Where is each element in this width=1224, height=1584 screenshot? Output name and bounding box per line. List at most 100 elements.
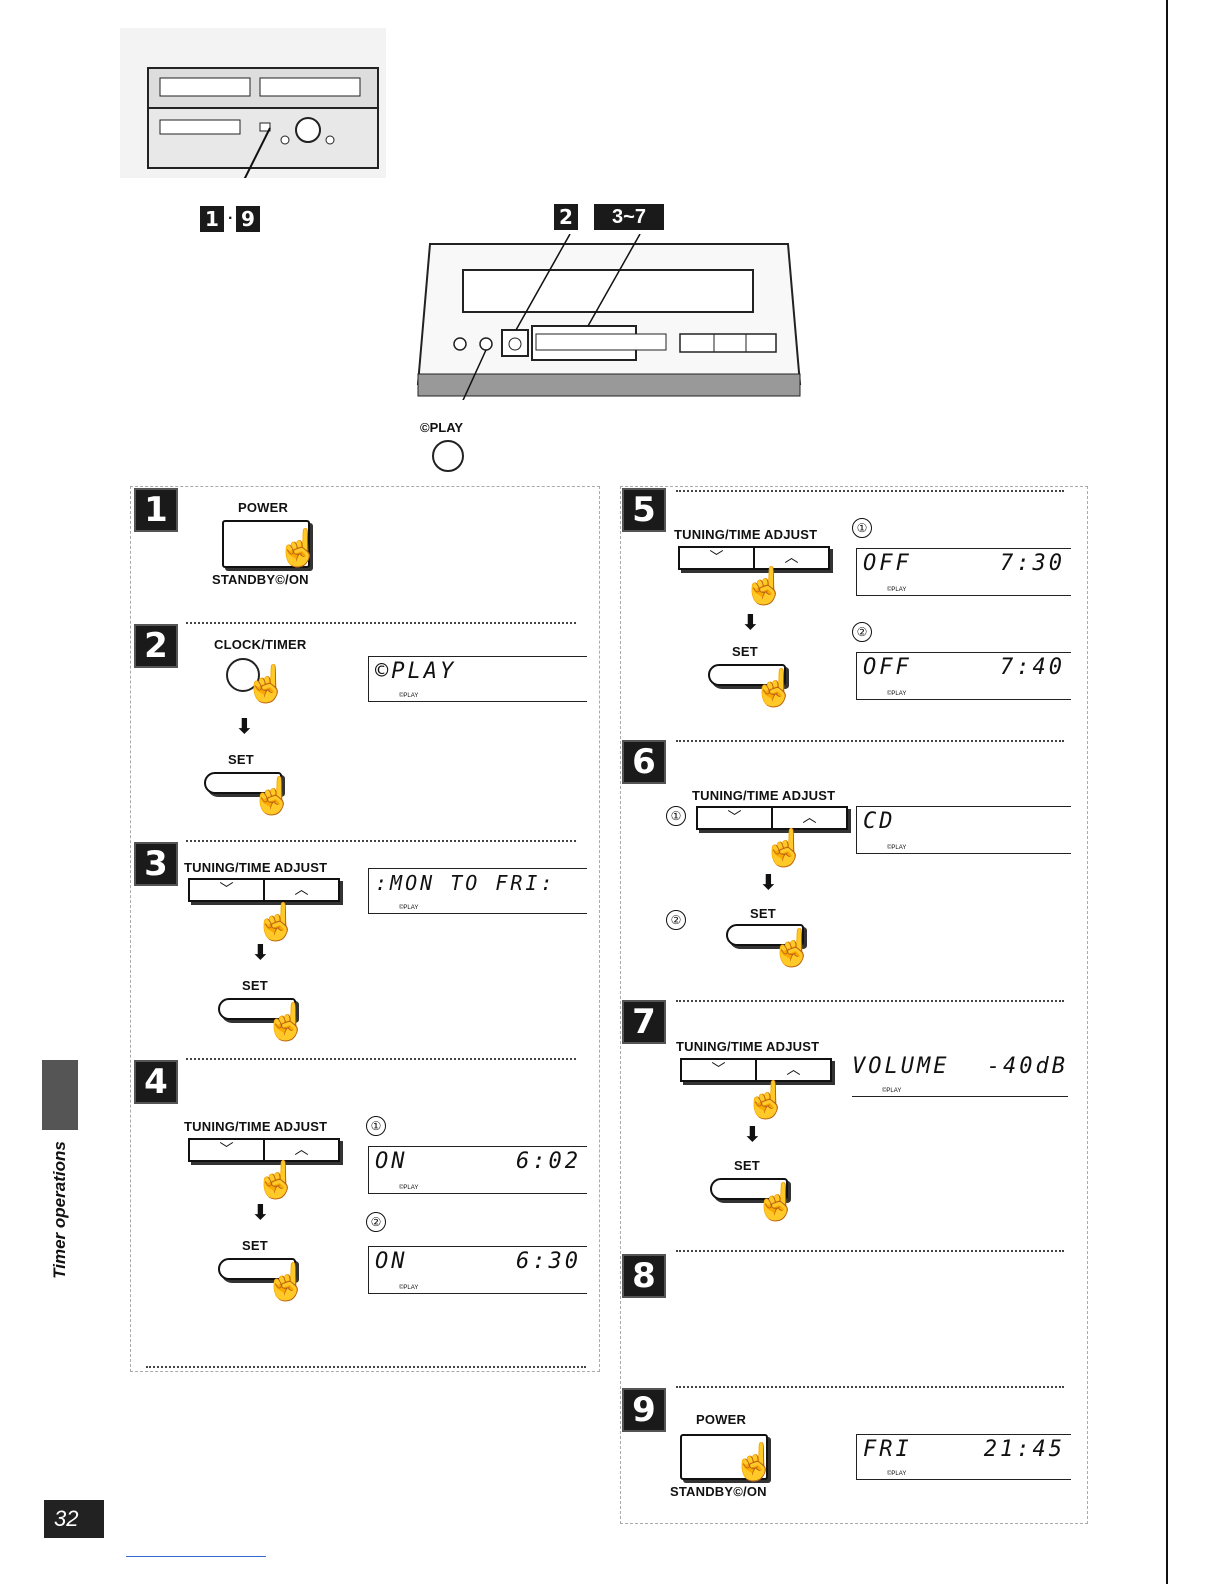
lcd-play-indicator: ©PLAY	[887, 691, 907, 697]
power-label: POWER	[696, 1412, 747, 1427]
hand-pointer-icon: ☝	[244, 663, 289, 704]
section-tab-marker	[42, 1060, 78, 1130]
tuning-time-adjust-control[interactable]: ﹀ ︿	[696, 806, 848, 830]
callout-step-2: 2	[554, 204, 578, 230]
hand-pointer-icon: ☝	[762, 827, 807, 868]
marker-2: ②	[366, 1212, 386, 1232]
set-button[interactable]	[708, 664, 786, 686]
play-button[interactable]	[432, 440, 464, 472]
lcd-play-indicator: ©PLAY	[399, 693, 419, 699]
hand-pointer-icon: ☝	[264, 1261, 309, 1302]
down-arrow-icon: ⬇	[742, 612, 759, 634]
step-9-badge: 9	[622, 1388, 666, 1432]
section-title: Timer operations	[50, 1141, 69, 1279]
step-6-badge: 6	[622, 740, 666, 784]
down-arrow-icon: ⬇	[760, 872, 777, 894]
tuning-down-button[interactable]: ﹀	[682, 1060, 757, 1080]
hand-pointer-icon: ☝	[276, 527, 321, 568]
lcd-text: :MON TO FRI:	[375, 871, 556, 895]
lcd-display: ©PLAY ©PLAY	[368, 656, 587, 702]
marker-1: ①	[366, 1116, 386, 1136]
set-button[interactable]	[710, 1178, 788, 1200]
tuning-up-button[interactable]: ︿	[786, 1061, 801, 1077]
set-button[interactable]	[218, 1258, 296, 1280]
step-5-badge: 5	[622, 488, 666, 532]
set-label: SET	[242, 978, 268, 993]
step-7-divider	[676, 1000, 1064, 1002]
set-button[interactable]	[218, 998, 296, 1020]
standby-on-label: STANDBY©/ON	[212, 572, 309, 587]
lcd-play-indicator: ©PLAY	[887, 845, 907, 851]
lcd-play-indicator: ©PLAY	[399, 905, 419, 911]
lcd-display: CD ©PLAY	[856, 806, 1071, 854]
tuning-time-adjust-control[interactable]: ﹀ ︿	[188, 1138, 340, 1162]
lcd-text: FRI	[863, 1437, 912, 1462]
power-button[interactable]	[680, 1434, 768, 1480]
step-6-divider	[676, 740, 1064, 742]
set-button[interactable]	[726, 924, 804, 946]
play-label: ©PLAY	[420, 420, 464, 435]
tuning-down-button[interactable]: ﹀	[698, 808, 773, 828]
tuning-label: TUNING/TIME ADJUST	[674, 527, 818, 542]
callout-step-1: 1	[200, 206, 224, 232]
step-9-divider	[676, 1386, 1064, 1388]
set-label: SET	[750, 906, 776, 921]
down-arrow-icon: ⬇	[252, 1202, 269, 1224]
lcd-play-indicator: ©PLAY	[399, 1185, 419, 1191]
lcd-time: 6:02	[516, 1149, 581, 1174]
footer-link-line	[126, 1556, 266, 1557]
step-4-badge: 4	[134, 1060, 178, 1104]
step-5-divider	[676, 490, 1064, 492]
clock-timer-button[interactable]	[226, 658, 260, 692]
tuning-up-button[interactable]: ︿	[294, 881, 309, 897]
hand-pointer-icon: ☝	[752, 667, 797, 708]
lcd-text: ON	[375, 1249, 408, 1274]
tuning-down-button[interactable]: ﹀	[680, 548, 755, 568]
tuning-time-adjust-control[interactable]: ﹀ ︿	[678, 546, 830, 570]
hand-pointer-icon: ☝	[250, 775, 295, 816]
tuning-up-button[interactable]: ︿	[784, 549, 799, 565]
step-8-divider	[676, 1250, 1064, 1252]
tuning-time-adjust-control[interactable]: ﹀ ︿	[188, 878, 340, 902]
tuning-label: TUNING/TIME ADJUST	[184, 1119, 328, 1134]
lcd-display: ON 6:30 ©PLAY	[368, 1246, 587, 1294]
callout-step-9: 9	[236, 206, 260, 232]
step-2-badge: 2	[134, 624, 178, 668]
callout-separator: ·	[228, 210, 234, 227]
lcd-text: CD	[863, 809, 896, 834]
marker-2: ②	[666, 910, 686, 930]
callout-step-3-7: 3~7	[594, 204, 664, 230]
lcd-text: VOLUME	[852, 1054, 950, 1079]
clock-timer-label: CLOCK/TIMER	[214, 637, 307, 652]
lcd-play-indicator: ©PLAY	[882, 1088, 902, 1094]
power-button[interactable]	[222, 520, 310, 568]
tuning-down-button[interactable]: ﹀	[190, 880, 265, 900]
down-arrow-icon: ⬇	[236, 716, 253, 738]
marker-1: ①	[666, 806, 686, 826]
step-4-divider	[186, 1058, 576, 1060]
set-label: SET	[228, 752, 254, 767]
hand-pointer-icon: ☝	[732, 1441, 777, 1482]
hand-pointer-icon: ☝	[254, 1159, 299, 1200]
tuning-up-button[interactable]: ︿	[802, 809, 817, 825]
tuning-time-adjust-control[interactable]: ﹀ ︿	[680, 1058, 832, 1082]
lcd-text: ON	[375, 1149, 408, 1174]
power-label: POWER	[238, 500, 289, 515]
down-arrow-icon: ⬇	[252, 942, 269, 964]
lcd-display: ON 6:02 ©PLAY	[368, 1146, 587, 1194]
set-label: SET	[734, 1158, 760, 1173]
lcd-play-indicator: ©PLAY	[399, 1285, 419, 1291]
marker-1: ①	[852, 518, 872, 538]
set-button[interactable]	[204, 772, 282, 794]
step-3-divider	[186, 840, 576, 842]
tuning-up-button[interactable]: ︿	[294, 1141, 309, 1157]
deck-illustration	[408, 233, 812, 421]
tuning-label: TUNING/TIME ADJUST	[184, 860, 328, 875]
down-arrow-icon: ⬇	[744, 1124, 761, 1146]
step-7-badge: 7	[622, 1000, 666, 1044]
marker-2: ②	[852, 622, 872, 642]
step-2-divider	[186, 622, 576, 624]
lcd-display: OFF 7:40 ©PLAY	[856, 652, 1071, 700]
hand-pointer-icon: ☝	[264, 1001, 309, 1042]
tuning-down-button[interactable]: ﹀	[190, 1140, 265, 1160]
